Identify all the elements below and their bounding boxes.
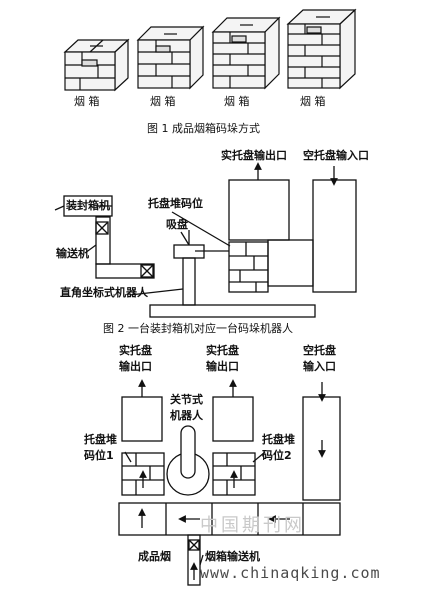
fig3-label-out-left-2: 输出口	[119, 360, 152, 373]
fig2-label-conveyor: 输送机	[56, 247, 89, 260]
fig2-conveyor-horizontal	[95, 263, 155, 279]
fig3-label-pos2-1: 托盘堆	[262, 433, 295, 446]
fig3-main-conveyor	[118, 502, 341, 536]
fig1-caption: 图 1 成品烟箱码垛方式	[147, 122, 260, 135]
fig2-label-palletizing-pos: 托盘堆码位	[148, 197, 203, 210]
fig3-joint-robot-arm	[180, 425, 196, 479]
fig3-label-empty-in-1: 空托盘	[303, 344, 336, 357]
carton-stack-4	[286, 8, 357, 90]
fig3-label-pos1-1: 托盘堆	[84, 433, 117, 446]
fig3-label-pos2-2: 码位2	[262, 449, 292, 462]
fig3-label-case-conveyor: 烟箱输送机	[205, 550, 260, 563]
fig1-stack-label-4: 烟 箱	[300, 95, 326, 108]
fig1-stack-label-1: 烟 箱	[74, 95, 100, 108]
watermark-url: www.chinaqking.com	[200, 564, 381, 582]
fig3-label-finished-case: 成品烟	[138, 550, 171, 563]
fig2-loaded-pallet-output-box	[228, 179, 290, 241]
fig3-label-pos1-2: 码位1	[84, 449, 114, 462]
fig3-label-empty-in-2: 输入口	[303, 360, 336, 373]
fig2-empty-pallet-input-box	[312, 179, 357, 293]
fig3-lines	[118, 379, 341, 586]
carton-stack-3	[211, 16, 281, 90]
fig3-case-conveyor	[187, 534, 201, 586]
fig2-base-rail	[149, 304, 316, 318]
fig3-label-out-left-1: 实托盘	[119, 344, 152, 357]
fig1-stack-label-2: 烟 箱	[150, 95, 176, 108]
carton-stack-2	[136, 25, 205, 90]
fig3-label-out-mid-1: 实托盘	[206, 344, 239, 357]
fig2-label-cartesian-robot: 直角坐标式机器人	[60, 286, 148, 299]
fig3-label-joint-robot-1: 关节式	[170, 393, 203, 406]
fig3-label-joint-robot-2: 机器人	[170, 409, 203, 422]
fig2-label-suction-cup: 吸盘	[166, 218, 188, 231]
fig2-lines	[54, 162, 357, 318]
fig2-label-empty-pallet-in: 空托盘输入口	[303, 149, 369, 162]
fig2-caption: 图 2 一台装封箱机对应一台码垛机器人	[103, 322, 293, 335]
fig3-pallet-position-2	[212, 452, 256, 496]
fig1-stack-label-3: 烟 箱	[224, 95, 250, 108]
fig3-label-out-mid-2: 输出口	[206, 360, 239, 373]
fig3-output-box-mid	[212, 396, 254, 442]
fig3-pallet-position-1	[121, 452, 165, 496]
fig2-label-case-sealer: 装封箱机	[66, 199, 110, 212]
fig2-palletizing-position	[228, 241, 269, 293]
fig3-output-box-left	[121, 396, 163, 442]
fig2-label-loaded-pallet-out: 实托盘输出口	[221, 149, 287, 162]
fig2-robot-column	[182, 257, 196, 306]
carton-stack-1	[63, 38, 130, 92]
watermark-cn: 中国期刊网	[200, 515, 305, 536]
